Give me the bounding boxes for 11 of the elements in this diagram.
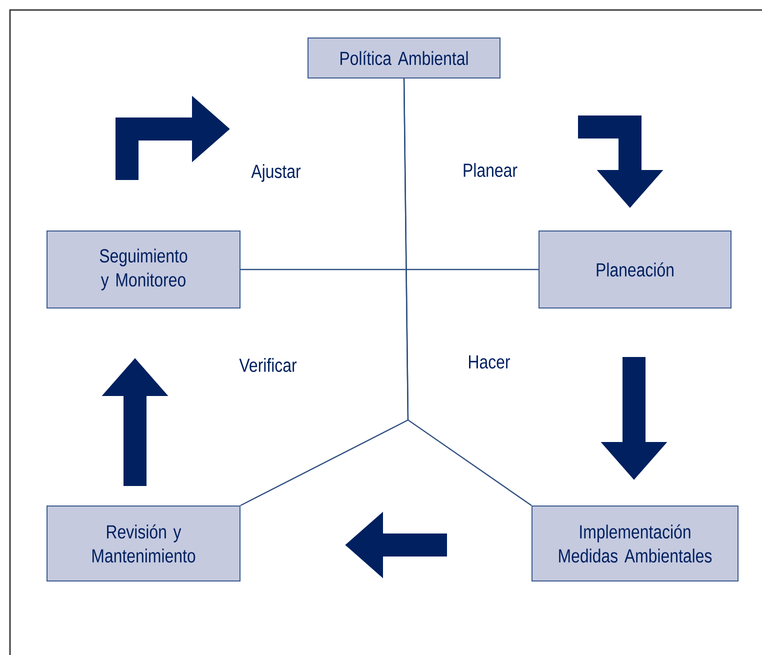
phase-label: Verificar: [239, 358, 297, 372]
process-box: Seguimiento y Monitoreo: [46, 230, 240, 308]
process-box: Planeación: [538, 230, 732, 308]
phase-label: Planear: [464, 163, 518, 177]
connector-line: [240, 268, 538, 270]
process-box: Implementación Medidas Ambientales: [532, 506, 738, 582]
phase-label: Hacer: [469, 355, 510, 369]
phase-label: Ajustar: [251, 164, 301, 182]
process-box: Política Ambiental: [308, 38, 500, 78]
process-box: Revisión y Mantenimiento: [46, 506, 240, 582]
connector-line: [403, 78, 532, 506]
